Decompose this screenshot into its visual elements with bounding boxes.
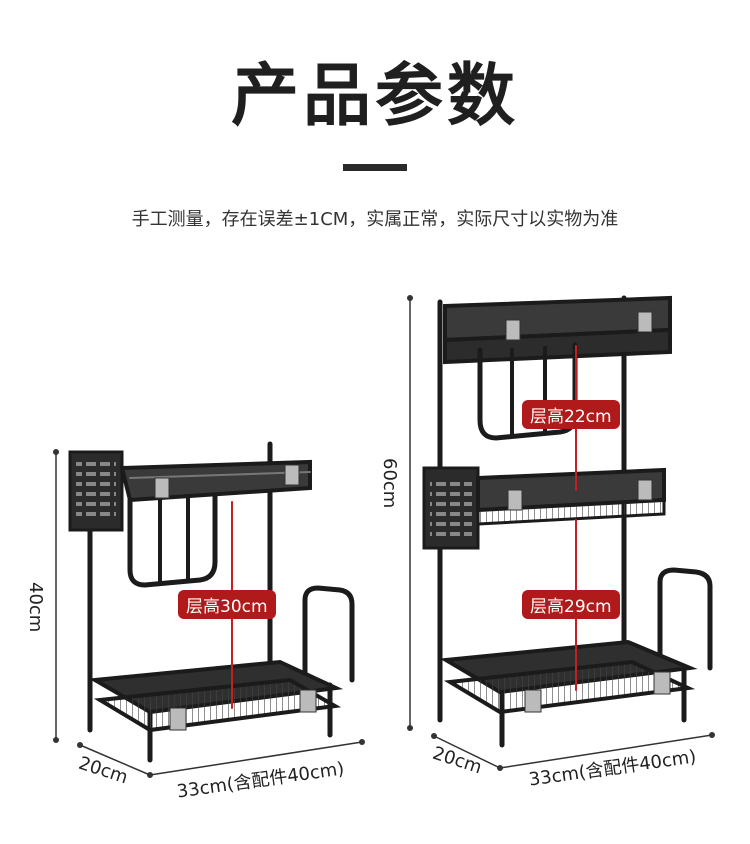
measurement-note: 手工测量，存在误差±1CM，实属正常，实际尺寸以实物为准 — [131, 209, 619, 230]
small-rack-height-label: 40cm — [25, 582, 46, 633]
title-divider — [343, 164, 407, 171]
small-rack-drawing — [53, 441, 365, 778]
large-rack-top-tier-height-badge: 层高22cm — [522, 400, 620, 429]
large-rack-bottom-tier-height-badge: 层高29cm — [522, 590, 620, 619]
small-rack-tier-height-badge: 层高30cm — [178, 590, 276, 619]
page-title: 产品参数 — [230, 57, 519, 136]
large-rack-drawing — [407, 295, 715, 771]
large-rack-height-label: 60cm — [379, 458, 400, 509]
